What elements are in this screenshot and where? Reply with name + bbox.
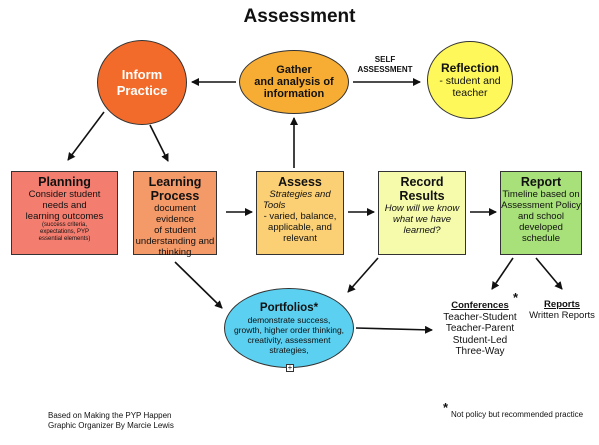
portfolios-node: Portfolios* demonstrate success, growth,… <box>224 288 354 368</box>
conference-item: Student-Led <box>452 334 508 346</box>
assess-line: applicable, and <box>268 222 332 233</box>
assess-line: - varied, balance, <box>263 211 337 222</box>
portfolios-title: Portfolios* <box>259 301 319 314</box>
arrow-learning-to-portfolios <box>174 261 223 309</box>
report-line: Timeline based on <box>502 189 580 200</box>
conference-item: Three-Way <box>455 346 505 357</box>
arrow-report-to-conferences <box>491 257 514 290</box>
gather-line1: Gather <box>276 64 312 76</box>
self-assessment-line1: SELF <box>374 55 396 64</box>
report-line: and school <box>518 211 564 222</box>
reports-block: Reports Written Reports <box>526 299 598 321</box>
learning-line: understanding and <box>135 236 215 247</box>
conference-item: Teacher-Student <box>443 311 517 323</box>
report-line: developed <box>519 222 563 233</box>
footer-credit-line1: Based on Making the PYP Happen <box>48 411 172 420</box>
record-italic: How will we know <box>384 203 460 214</box>
reflection-line1: - student and <box>439 75 501 87</box>
conferences-title: Conferences <box>451 300 509 311</box>
gather-node: Gather and analysis of information <box>239 50 349 114</box>
report-line: schedule <box>521 233 561 244</box>
reflection-node: Reflection - student and teacher <box>427 41 513 119</box>
portfolios-line: strategies, <box>269 344 309 355</box>
reflection-title: Reflection <box>440 61 499 75</box>
arrow-report-to-reports <box>535 257 563 290</box>
expand-handle-icon[interactable]: + <box>286 363 294 372</box>
planning-note: (success criteria, <box>41 222 87 228</box>
learning-line: thinking <box>158 247 192 258</box>
gather-line2: and analysis of <box>254 76 334 88</box>
assess-italic: Tools <box>263 200 286 211</box>
record-italic: what we have <box>392 214 452 225</box>
arrow-portfolios-to-conferences <box>355 325 433 334</box>
portfolios-line: growth, higher order thinking, <box>233 324 345 335</box>
record-title: Record <box>400 175 444 189</box>
report-title: Report <box>520 175 562 189</box>
learning-process-box: Learning Process document evidence of st… <box>133 171 217 258</box>
planning-box: Planning Consider student needs and lear… <box>11 171 118 255</box>
reports-title: Reports <box>544 299 580 310</box>
self-assessment-line2: ASSESSMENT <box>357 65 413 74</box>
planning-title: Planning <box>38 175 91 189</box>
footer-credit: Based on Making the PYP Happen Graphic O… <box>48 411 174 431</box>
footer-note: Not policy but recommended practice <box>451 410 584 419</box>
planning-note: essential elements) <box>38 236 91 242</box>
record-results-box: Record Results How will we know what we … <box>378 171 466 255</box>
conferences-star: * <box>513 290 519 305</box>
learning-title: Learning <box>148 175 202 189</box>
assess-line: relevant <box>283 233 317 244</box>
footer-credit-line2: Graphic Organizer By Marcie Lewis <box>48 421 174 430</box>
planning-line: learning outcomes <box>25 211 104 222</box>
conferences-block: Conferences Teacher-Student Teacher-Pare… <box>440 300 520 358</box>
reflection-line2: teacher <box>452 87 488 99</box>
report-line: Assessment Policy <box>501 200 581 211</box>
learning-title2: Process <box>150 189 200 203</box>
portfolios-line: creativity, assessment <box>247 334 331 345</box>
inform-practice-title2: Practice <box>116 82 168 98</box>
portfolios-line: demonstrate success, <box>247 314 331 325</box>
record-italic: learned? <box>403 225 441 236</box>
record-title2: Results <box>399 189 445 203</box>
self-assessment-label: SELF ASSESSMENT <box>350 55 420 75</box>
assess-title: Assess <box>278 175 322 189</box>
planning-note: expectations, PYP <box>39 229 90 235</box>
assess-italic: Strategies and <box>269 189 331 200</box>
report-box: Report Timeline based on Assessment Poli… <box>500 171 582 255</box>
learning-line: of student <box>154 225 196 236</box>
footer-star: * <box>443 400 449 415</box>
learning-line: document evidence <box>154 203 196 225</box>
reports-sub: Written Reports <box>529 310 595 321</box>
planning-line: Consider student <box>28 189 101 200</box>
arrow-record-to-portfolios <box>347 257 379 293</box>
inform-practice-node: Inform Practice <box>97 40 187 125</box>
planning-line: needs and <box>42 200 87 211</box>
diagram-title: Assessment <box>243 6 356 27</box>
inform-practice-title: Inform <box>121 66 163 82</box>
assess-box: Assess Strategies and Tools - varied, ba… <box>256 171 344 255</box>
arrow-inform-to-learning <box>149 124 169 162</box>
conference-item: Teacher-Parent <box>445 323 515 334</box>
gather-line3: information <box>263 88 325 100</box>
arrow-inform-to-planning <box>67 111 105 161</box>
